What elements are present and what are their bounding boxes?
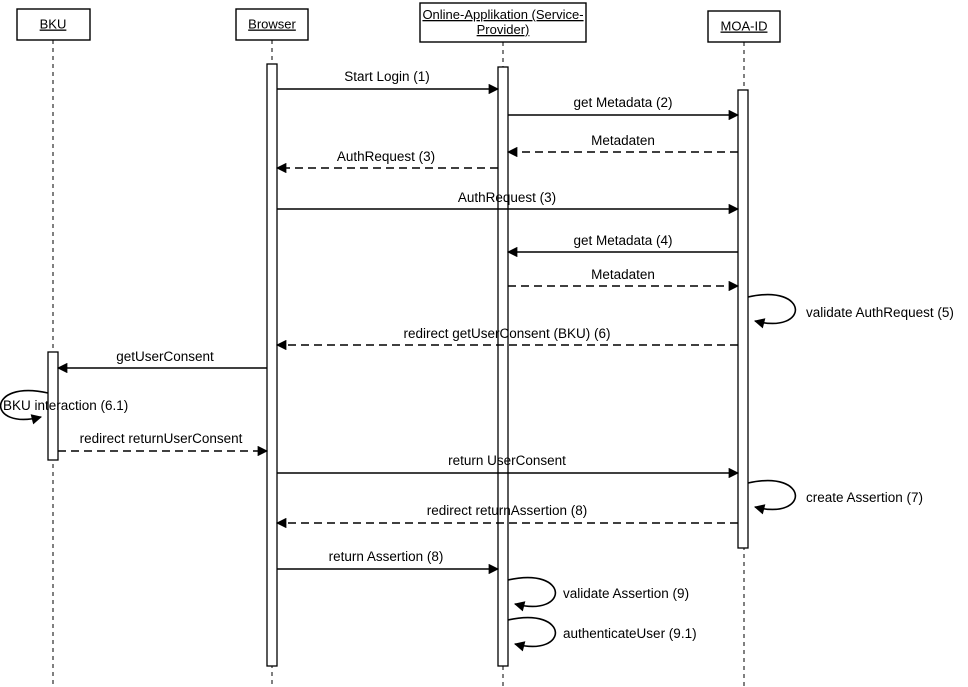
self-message-bku-interaction-6-1: BKU interaction (6.1) [0, 389, 128, 425]
self-message-loop-bku-interaction-6-1 [0, 389, 49, 425]
self-message-create-assertion-7: create Assertion (7) [747, 479, 923, 515]
self-message-label-authenticateuser-9-1: authenticateUser (9.1) [563, 626, 697, 641]
message-redirect-getuserconsent-6: redirect getUserConsent (BKU) (6) [275, 326, 738, 351]
self-message-validate-assertion-9: validate Assertion (9) [507, 576, 689, 612]
self-message-loop-authenticateuser-9-1 [507, 616, 557, 652]
activation-bar-moa-id [737, 89, 749, 549]
message-label-return-userconsent: return UserConsent [448, 453, 566, 468]
self-message-loop-validate-authrequest-5 [747, 293, 797, 329]
self-message-label-validate-assertion-9: validate Assertion (9) [563, 586, 689, 601]
message-authrequest-3-to-moaid: AuthRequest (3) [277, 190, 740, 215]
message-label-authrequest-3-to-browser: AuthRequest (3) [337, 149, 435, 164]
activation-bar-browser [266, 63, 278, 667]
message-label-metadaten-to-moaid: Metadaten [591, 267, 655, 282]
participant-box-bku [16, 8, 91, 41]
message-label-redirect-returnuserconsent: redirect returnUserConsent [80, 431, 243, 446]
participant-moa-id: MOA-ID [707, 10, 781, 43]
participant-label-online-app: Provider) [477, 22, 530, 37]
message-get-metadata-2: get Metadata (2) [508, 95, 740, 121]
self-message-loop-create-assertion-7 [747, 479, 797, 515]
participant-label-moa-id: MOA-ID [721, 19, 768, 34]
participant-box-moa-id [707, 10, 781, 43]
message-return-assertion-8: return Assertion (8) [277, 549, 500, 575]
message-label-getuserconsent: getUserConsent [116, 349, 214, 364]
self-message-authenticateuser-9-1: authenticateUser (9.1) [507, 616, 697, 652]
participant-browser: Browser [235, 8, 309, 41]
self-message-label-create-assertion-7: create Assertion (7) [806, 490, 923, 505]
activation-bar-online-app [497, 66, 509, 667]
self-message-loop-validate-assertion-9 [507, 576, 557, 612]
message-label-redirect-returnassertion-8: redirect returnAssertion (8) [427, 503, 588, 518]
participant-box-online-app [419, 2, 587, 43]
message-label-return-assertion-8: return Assertion (8) [329, 549, 444, 564]
message-metadaten-to-sp: Metadaten [506, 133, 738, 158]
participant-label-online-app: Online-Applikation (Service- [422, 7, 583, 22]
self-message-label-bku-interaction-6-1: BKU interaction (6.1) [3, 398, 128, 413]
self-message-label-validate-authrequest-5: validate AuthRequest (5) [806, 305, 954, 320]
message-label-authrequest-3-to-moaid: AuthRequest (3) [458, 190, 556, 205]
message-label-redirect-getuserconsent-6: redirect getUserConsent (BKU) (6) [403, 326, 610, 341]
message-redirect-returnuserconsent: redirect returnUserConsent [58, 431, 269, 457]
message-label-metadaten-to-sp: Metadaten [591, 133, 655, 148]
activation-bar-bku [47, 351, 59, 461]
participant-box-browser [235, 8, 309, 41]
participant-bku: BKU [16, 8, 91, 41]
message-return-userconsent: return UserConsent [277, 453, 740, 479]
message-get-metadata-4: get Metadata (4) [506, 233, 738, 258]
message-label-start-login-1: Start Login (1) [344, 69, 430, 84]
message-label-get-metadata-2: get Metadata (2) [573, 95, 672, 110]
participant-label-browser: Browser [248, 17, 296, 32]
self-message-validate-authrequest-5: validate AuthRequest (5) [747, 293, 954, 329]
message-metadaten-to-moaid: Metadaten [508, 267, 740, 292]
message-label-get-metadata-4: get Metadata (4) [573, 233, 672, 248]
participant-label-bku: BKU [40, 17, 67, 32]
message-start-login-1: Start Login (1) [277, 69, 500, 95]
message-getuserconsent: getUserConsent [56, 349, 267, 374]
participant-online-app: Online-Applikation (Service-Provider) [419, 2, 587, 43]
message-authrequest-3-to-browser: AuthRequest (3) [275, 149, 498, 174]
message-redirect-returnassertion-8: redirect returnAssertion (8) [275, 503, 738, 529]
